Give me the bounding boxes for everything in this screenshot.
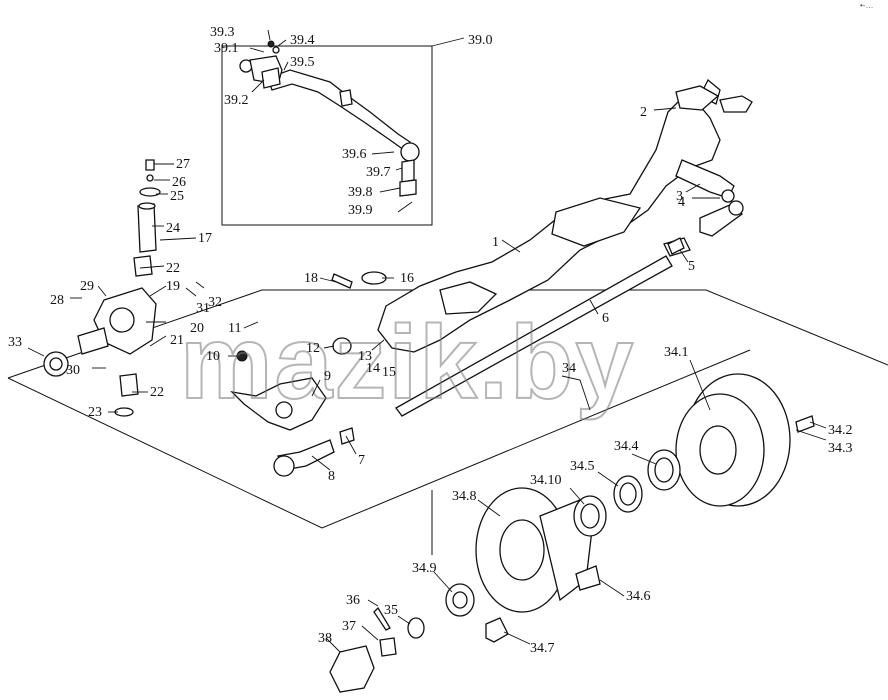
tie-rod-39 (239, 40, 420, 213)
callout-37: 37 (342, 619, 356, 634)
callout-29: 29 (80, 279, 94, 294)
callout-22-lower: 22 (150, 385, 164, 400)
callout-20: 20 (190, 321, 204, 336)
bushing-22 (114, 255, 153, 417)
callout-34-7: 34.7 (530, 641, 555, 656)
callout-15: 15 (382, 365, 396, 380)
callout-39-0: 39.0 (468, 33, 493, 48)
callout-21: 21 (170, 333, 184, 348)
callout-27: 27 (176, 157, 190, 172)
hub-fasteners (485, 415, 815, 643)
callout-34-9: 34.9 (412, 561, 437, 576)
callout-39-5: 39.5 (290, 55, 315, 70)
callout-39-9: 39.9 (348, 203, 373, 218)
callout-34-5: 34.5 (570, 459, 595, 474)
callout-22-upper: 22 (166, 261, 180, 276)
callout-2: 2 (640, 105, 647, 120)
wheel-hub-34-8 (475, 487, 593, 613)
steering-lever-9 (230, 377, 335, 477)
brake-drum-34-1 (675, 373, 791, 507)
callout-39-2: 39.2 (224, 93, 249, 108)
callout-11: 11 (228, 321, 241, 336)
callout-19: 19 (166, 279, 180, 294)
callout-34-3: 34.3 (828, 441, 853, 456)
callout-34-4: 34.4 (614, 439, 639, 454)
callout-36: 36 (346, 593, 360, 608)
callout-38: 38 (318, 631, 332, 646)
callout-28: 28 (50, 293, 64, 308)
callout-26: 26 (172, 175, 186, 190)
bearings (445, 449, 681, 617)
king-pin-24 (137, 202, 157, 253)
small-parts (236, 237, 685, 445)
ball-joint-4 (699, 200, 744, 237)
steering-knuckle (43, 287, 157, 377)
callout-34-10: 34.10 (530, 473, 562, 488)
callout-9: 9 (324, 369, 331, 384)
callout-34-6: 34.6 (626, 589, 651, 604)
callout-34: 34 (562, 361, 576, 376)
callout-1: 1 (492, 235, 499, 250)
callout-5: 5 (688, 259, 695, 274)
callout-39-6: 39.6 (342, 147, 367, 162)
callout-16: 16 (400, 271, 414, 286)
callout-8: 8 (328, 469, 335, 484)
callout-39-1: 39.1 (214, 41, 239, 56)
corner-mark: •‐… (860, 1, 873, 10)
callout-34-8: 34.8 (452, 489, 477, 504)
callout-4: 4 (678, 195, 685, 210)
callout-23: 23 (88, 405, 102, 420)
callout-39-4: 39.4 (290, 33, 315, 48)
callout-35: 35 (384, 603, 398, 618)
callout-13: 13 (358, 349, 372, 364)
callout-34-2: 34.2 (828, 423, 853, 438)
callout-25: 25 (170, 189, 184, 204)
king-pin-cap-25-27 (139, 159, 161, 197)
callout-12: 12 (306, 341, 320, 356)
callout-leaders (27, 29, 827, 653)
callout-34-1: 34.1 (664, 345, 689, 360)
axle-beam-1 (377, 78, 753, 353)
callout-7: 7 (358, 453, 365, 468)
steering-arm-3 (675, 159, 735, 203)
tie-rod-subassembly-frame (221, 45, 433, 226)
spindle-nut-set (329, 606, 425, 693)
callout-14: 14 (366, 361, 380, 376)
callout-39-3: 39.3 (210, 25, 235, 40)
callout-24: 24 (166, 221, 180, 236)
callout-3: 3 (676, 189, 683, 204)
callout-6: 6 (602, 311, 609, 326)
callout-30: 30 (66, 363, 80, 378)
callout-39-8: 39.8 (348, 185, 373, 200)
callout-18: 18 (304, 271, 318, 286)
callout-10: 10 (206, 349, 220, 364)
callout-17: 17 (198, 231, 212, 246)
callout-31: 31 (196, 301, 210, 316)
callout-33: 33 (8, 335, 22, 350)
callout-39-7: 39.7 (366, 165, 391, 180)
callout-32: 32 (208, 295, 222, 310)
callout-labels: 1 2 3 4 5 6 7 8 9 10 11 12 13 14 15 16 1… (8, 25, 853, 656)
